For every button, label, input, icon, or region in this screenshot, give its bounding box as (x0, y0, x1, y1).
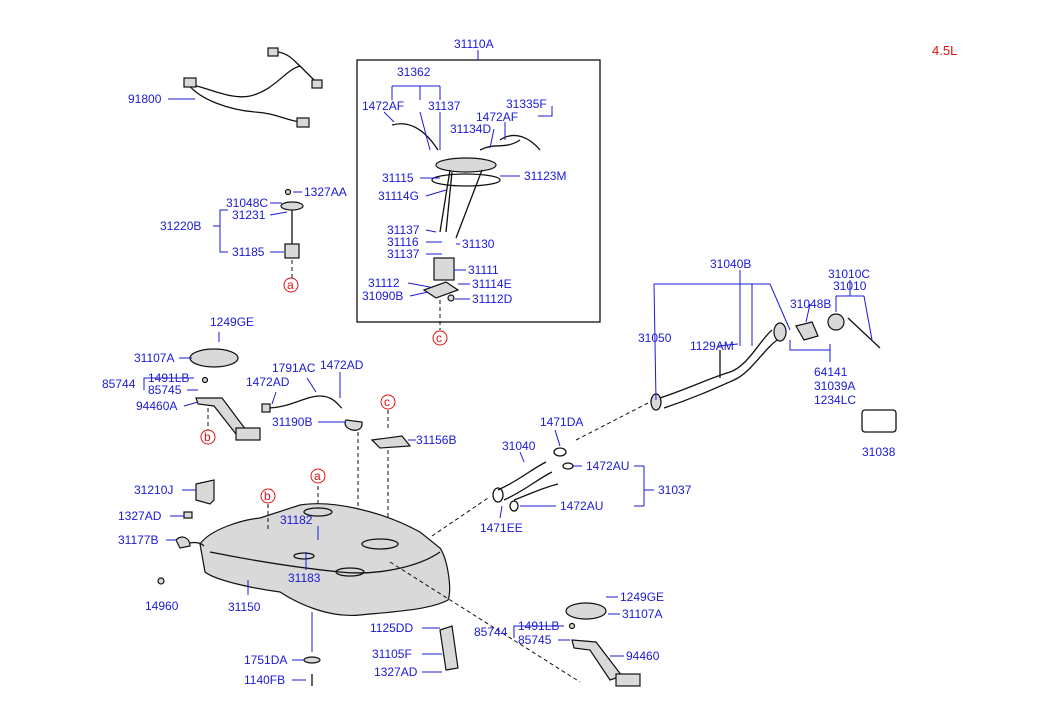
vent-hose (261, 395, 363, 431)
label-94460: 94460 (626, 649, 660, 663)
label-31137-1: 31137 (428, 99, 461, 113)
reference-markers: a a b b c c (204, 278, 442, 503)
ref-b-1: b (204, 430, 211, 444)
cover-plate (370, 435, 412, 449)
label-31010C: 31010C (828, 267, 870, 281)
clip (175, 536, 191, 549)
label-1471DA: 1471DA (540, 415, 583, 429)
ref-c-2: c (384, 395, 390, 409)
label-1140FB: 1140FB (244, 673, 285, 687)
label-64141: 64141 (814, 365, 848, 379)
label-91800: 91800 (128, 92, 162, 106)
label-1491LB-1: 1491LB (148, 371, 189, 385)
label-1491LB-2: 1491LB (518, 619, 559, 633)
label-31183: 31183 (288, 571, 321, 585)
label-31112: 31112 (368, 276, 400, 290)
label-31040B: 31040B (710, 257, 751, 271)
label-31156B: 31156B (416, 433, 456, 447)
label-1327AA: 1327AA (304, 185, 347, 199)
label-31231: 31231 (232, 208, 266, 222)
label-31130: 31130 (462, 237, 495, 251)
label-31190B: 31190B (272, 415, 312, 429)
label-94460A: 94460A (136, 399, 177, 413)
filler-neck (650, 313, 897, 433)
strap-bracket (195, 479, 215, 505)
label-31362: 31362 (397, 65, 431, 79)
wiring-harness (183, 47, 323, 128)
ref-a-1: a (287, 278, 294, 292)
label-85745-1: 85745 (148, 383, 182, 397)
label-31105F: 31105F (372, 647, 412, 661)
plug (157, 577, 165, 585)
label-14960: 14960 (145, 599, 179, 613)
label-31134D: 31134D (450, 122, 491, 136)
label-1249GE-1: 1249GE (210, 315, 254, 329)
label-31114E: 31114E (472, 277, 512, 291)
label-31048C: 31048C (226, 196, 268, 210)
label-1125DD: 1125DD (370, 621, 413, 635)
ref-c-1: c (436, 331, 442, 345)
label-31116: 31116 (387, 235, 419, 249)
mount-bracket (439, 625, 459, 671)
label-31107A-2: 31107A (622, 607, 662, 621)
label-31220B: 31220B (160, 219, 201, 233)
part-labels: 31110A 31362 1472AF 31137 1472AF 31335F … (102, 37, 896, 687)
label-31210J: 31210J (134, 483, 173, 497)
label-1751DA: 1751DA (244, 653, 287, 667)
label-31110A: 31110A (454, 37, 494, 51)
label-1472AU-2: 1472AU (560, 499, 603, 513)
label-31039A: 31039A (814, 379, 855, 393)
label-31010: 31010 (833, 279, 867, 293)
sender-unit (280, 188, 304, 259)
label-1472AF-2: 1472AF (476, 110, 518, 124)
label-1471EE: 1471EE (480, 521, 523, 535)
bolt (183, 511, 193, 519)
label-31107A-1: 31107A (134, 351, 174, 365)
lower-right-float-unit (565, 602, 641, 687)
label-31177B: 31177B (118, 533, 158, 547)
label-85744-1: 85744 (102, 377, 136, 391)
upper-left-float-unit (189, 348, 261, 441)
label-85744-2: 85744 (474, 625, 508, 639)
label-31112D: 31112D (472, 292, 513, 306)
ref-a-2: a (314, 469, 321, 483)
label-1791AC: 1791AC (272, 361, 316, 375)
label-31037: 31037 (658, 483, 692, 497)
label-31038: 31038 (862, 445, 896, 459)
engine-label: 4.5L (932, 43, 957, 58)
fuel-pump-assembly (391, 123, 541, 302)
ref-b-2: b (264, 489, 271, 503)
label-31137-3: 31137 (387, 247, 420, 261)
label-31111: 31111 (468, 263, 499, 277)
label-31185: 31185 (232, 245, 265, 259)
label-1472AU-1: 1472AU (586, 459, 629, 473)
label-1327AD-1: 1327AD (118, 509, 162, 523)
label-31182: 31182 (280, 513, 313, 527)
label-31137-2: 31137 (387, 223, 420, 237)
label-31090B: 31090B (362, 289, 403, 303)
pad (303, 656, 321, 664)
label-31114G: 31114G (378, 189, 419, 203)
label-85745-2: 85745 (518, 633, 552, 647)
fuel-tank (179, 503, 451, 617)
label-31150: 31150 (228, 600, 261, 614)
label-1472AF-1: 1472AF (362, 99, 404, 113)
label-31048B: 31048B (790, 297, 831, 311)
label-1129AM: 1129AM (690, 339, 734, 353)
label-31040: 31040 (502, 439, 536, 453)
label-1327AD-2: 1327AD (374, 665, 418, 679)
label-1472AD-1: 1472AD (320, 358, 364, 372)
label-31123M: 31123M (524, 169, 566, 183)
label-31050: 31050 (638, 331, 672, 345)
label-1234LC: 1234LC (814, 393, 856, 407)
label-1472AD-2: 1472AD (246, 375, 290, 389)
label-1249GE-2: 1249GE (620, 590, 664, 604)
label-31115: 31115 (382, 171, 414, 185)
label-31335F: 31335F (506, 97, 547, 111)
